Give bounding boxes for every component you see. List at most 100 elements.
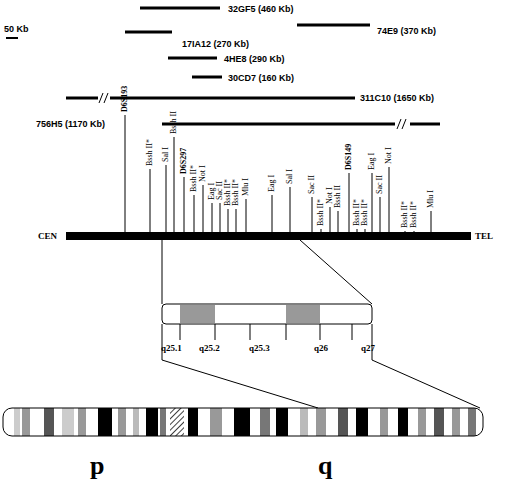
chromosome-band <box>356 408 368 436</box>
site-tick <box>338 211 339 232</box>
scale-bar <box>6 37 18 39</box>
restriction-site: Not I <box>326 187 334 204</box>
band-divider <box>250 324 251 340</box>
chromosome-band <box>146 408 158 436</box>
band-divider <box>162 324 163 360</box>
clone-label: 4HE8 (290 Kb) <box>224 54 285 64</box>
chromosome-band <box>22 408 30 436</box>
site-tick <box>290 187 291 232</box>
clone-label: 756H5 (1170 Kb) <box>36 119 105 129</box>
restriction-site: Eag I <box>268 175 276 192</box>
chromosome-band <box>338 408 348 436</box>
zoom-line <box>162 360 318 408</box>
restriction-site: Bssh II* <box>232 179 240 206</box>
band-divider <box>372 324 373 360</box>
clone-label: 30CD7 (160 Kb) <box>228 73 294 83</box>
band-label: q26 <box>314 343 328 353</box>
site-tick <box>184 177 185 232</box>
restriction-site: Bssh II* <box>361 199 369 226</box>
clone-bar <box>66 97 98 100</box>
restriction-site: Bssh II* <box>410 201 418 228</box>
chromosome-band <box>380 408 388 436</box>
clone-label: 311C10 (1650 Kb) <box>360 93 434 103</box>
zoom-line <box>300 240 372 304</box>
end-label: CEN <box>38 231 57 241</box>
restriction-site: Eag I <box>208 183 216 200</box>
band-shade <box>286 305 320 323</box>
clone-bar <box>110 97 355 100</box>
site-tick <box>203 185 204 232</box>
zoom-line <box>162 240 163 304</box>
restriction-site: Bssh II* <box>224 179 232 206</box>
restriction-site: Sac II <box>376 175 384 194</box>
clone-bar <box>192 76 222 79</box>
chromosome-band <box>234 408 250 436</box>
clone-bar <box>297 24 370 27</box>
chromosome-band <box>434 408 444 436</box>
break-mark <box>99 93 103 103</box>
band-label: q27 <box>361 343 375 353</box>
site-tick <box>194 195 195 232</box>
site-tick <box>174 137 175 232</box>
band-box <box>162 304 372 324</box>
chromosome-band <box>468 408 476 436</box>
restriction-site: Bssh II* <box>146 139 154 166</box>
chromosome-band <box>210 408 222 436</box>
band-divider <box>352 324 353 340</box>
restriction-site: Mlu I <box>427 190 435 208</box>
arm-label: p <box>90 452 104 480</box>
site-tick <box>212 203 213 232</box>
chromosome-band <box>98 408 112 436</box>
restriction-site: Eag I <box>368 153 376 170</box>
break-mark <box>104 93 108 103</box>
chromosome-band <box>276 408 288 436</box>
band-label: q25.1 <box>161 343 182 353</box>
band-label: q25.2 <box>199 343 220 353</box>
end-label: TEL <box>475 231 493 241</box>
marker-label: D6S297 <box>180 148 188 174</box>
restriction-site: Bssh II* <box>317 199 325 226</box>
chromosome-band <box>44 408 54 436</box>
chromosome-ideogram <box>3 408 483 436</box>
site-tick <box>220 203 221 232</box>
chromosome-band <box>316 408 326 436</box>
band-label: q25.3 <box>249 343 270 353</box>
clone-bar <box>140 7 220 10</box>
chromosome-band <box>133 408 139 436</box>
site-tick <box>389 167 390 232</box>
site-tick <box>405 231 406 232</box>
chromosome-band <box>452 408 460 436</box>
clone-label: 50 Kb <box>4 24 29 34</box>
site-tick <box>246 199 247 232</box>
restriction-site: Sac II <box>216 181 224 200</box>
restriction-site: Bssh II <box>170 111 178 134</box>
restriction-site: Bssh II* <box>401 201 409 228</box>
centromere <box>170 408 184 436</box>
band-divider <box>320 324 321 340</box>
site-tick <box>431 211 432 232</box>
restriction-site: Sac II <box>308 175 316 194</box>
chromosome-band <box>62 408 74 436</box>
contig-line <box>66 232 471 240</box>
chromosome-band <box>188 408 198 436</box>
chromosome-band <box>398 408 408 436</box>
band-shade <box>180 305 215 323</box>
band-divider <box>180 324 181 340</box>
clone-bar <box>168 57 217 60</box>
restriction-site: Bssh II* <box>190 165 198 192</box>
marker-label: D6S193 <box>121 86 129 112</box>
arm-label: q <box>318 452 332 480</box>
clone-bar <box>162 123 395 126</box>
site-tick <box>125 115 126 232</box>
site-tick <box>166 165 167 232</box>
chromosome-outline <box>3 408 483 436</box>
marker-label: D6S149 <box>345 144 353 170</box>
clone-label: 17IA12 (270 Kb) <box>182 39 249 49</box>
chromosome-band <box>260 408 270 436</box>
site-tick <box>357 229 358 232</box>
site-tick <box>150 169 151 232</box>
chromosome-band <box>78 408 86 436</box>
zoom-line <box>372 360 480 408</box>
